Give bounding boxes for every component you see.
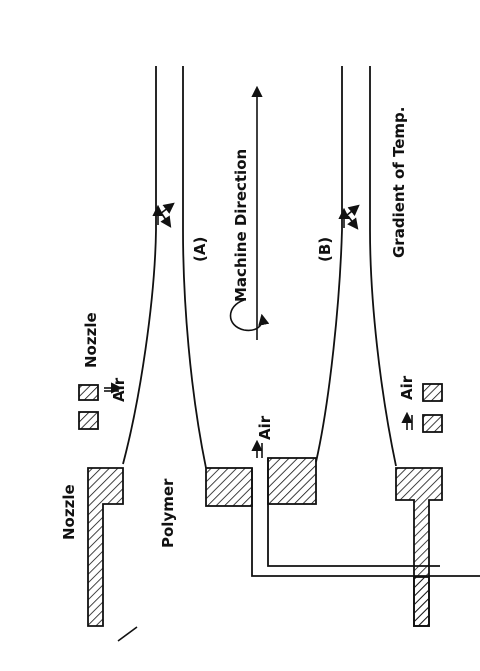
tube-b-inner-wall [369,66,397,467]
stress-arrow-a-2 [159,202,175,215]
label-polymer: Polymer [159,478,177,548]
air-ring-bottom [401,383,443,433]
label-air-bottom: Air [398,375,416,400]
air-ring-block-3 [422,383,443,402]
left-die [87,467,124,627]
stress-arrow-b-2 [345,204,360,217]
die-left-wall [87,467,124,627]
die-center-block-a [205,467,253,507]
machine-direction-indicator [229,85,270,340]
stress-arrow-a-3 [160,213,172,228]
label-air-mid: Air [256,415,274,440]
right-die [395,467,443,627]
tube-a-inner-wall [182,66,207,469]
rotation-arrow-icon [229,299,270,332]
air-pipe-inner [267,458,440,567]
label-tube-b: (B) [316,237,334,262]
tube-a-outer-wall [122,66,157,465]
die-right-base [413,576,430,627]
air-ring-block-2 [78,411,99,430]
tube-b-outer-wall [315,66,343,463]
center-die [205,439,480,577]
label-tube-a: (A) [191,237,209,262]
label-nozzle-top: Nozzle [82,312,100,368]
label-air-top: Air [110,377,128,402]
label-machine-direction: Machine Direction [232,149,250,302]
air-ring-block-1 [78,384,99,401]
tube-b [315,66,397,467]
stray-mark [117,626,138,642]
air-ring-block-4 [422,414,443,433]
label-nozzle-left: Nozzle [60,484,78,540]
label-gradient-of-temp: Gradient of Temp. [390,107,408,259]
tube-a [122,66,207,469]
air-ring-top [78,382,123,430]
stress-arrow-b-3 [347,215,359,230]
air-pipe-outer [251,468,480,577]
die-center-block-b [267,457,317,505]
